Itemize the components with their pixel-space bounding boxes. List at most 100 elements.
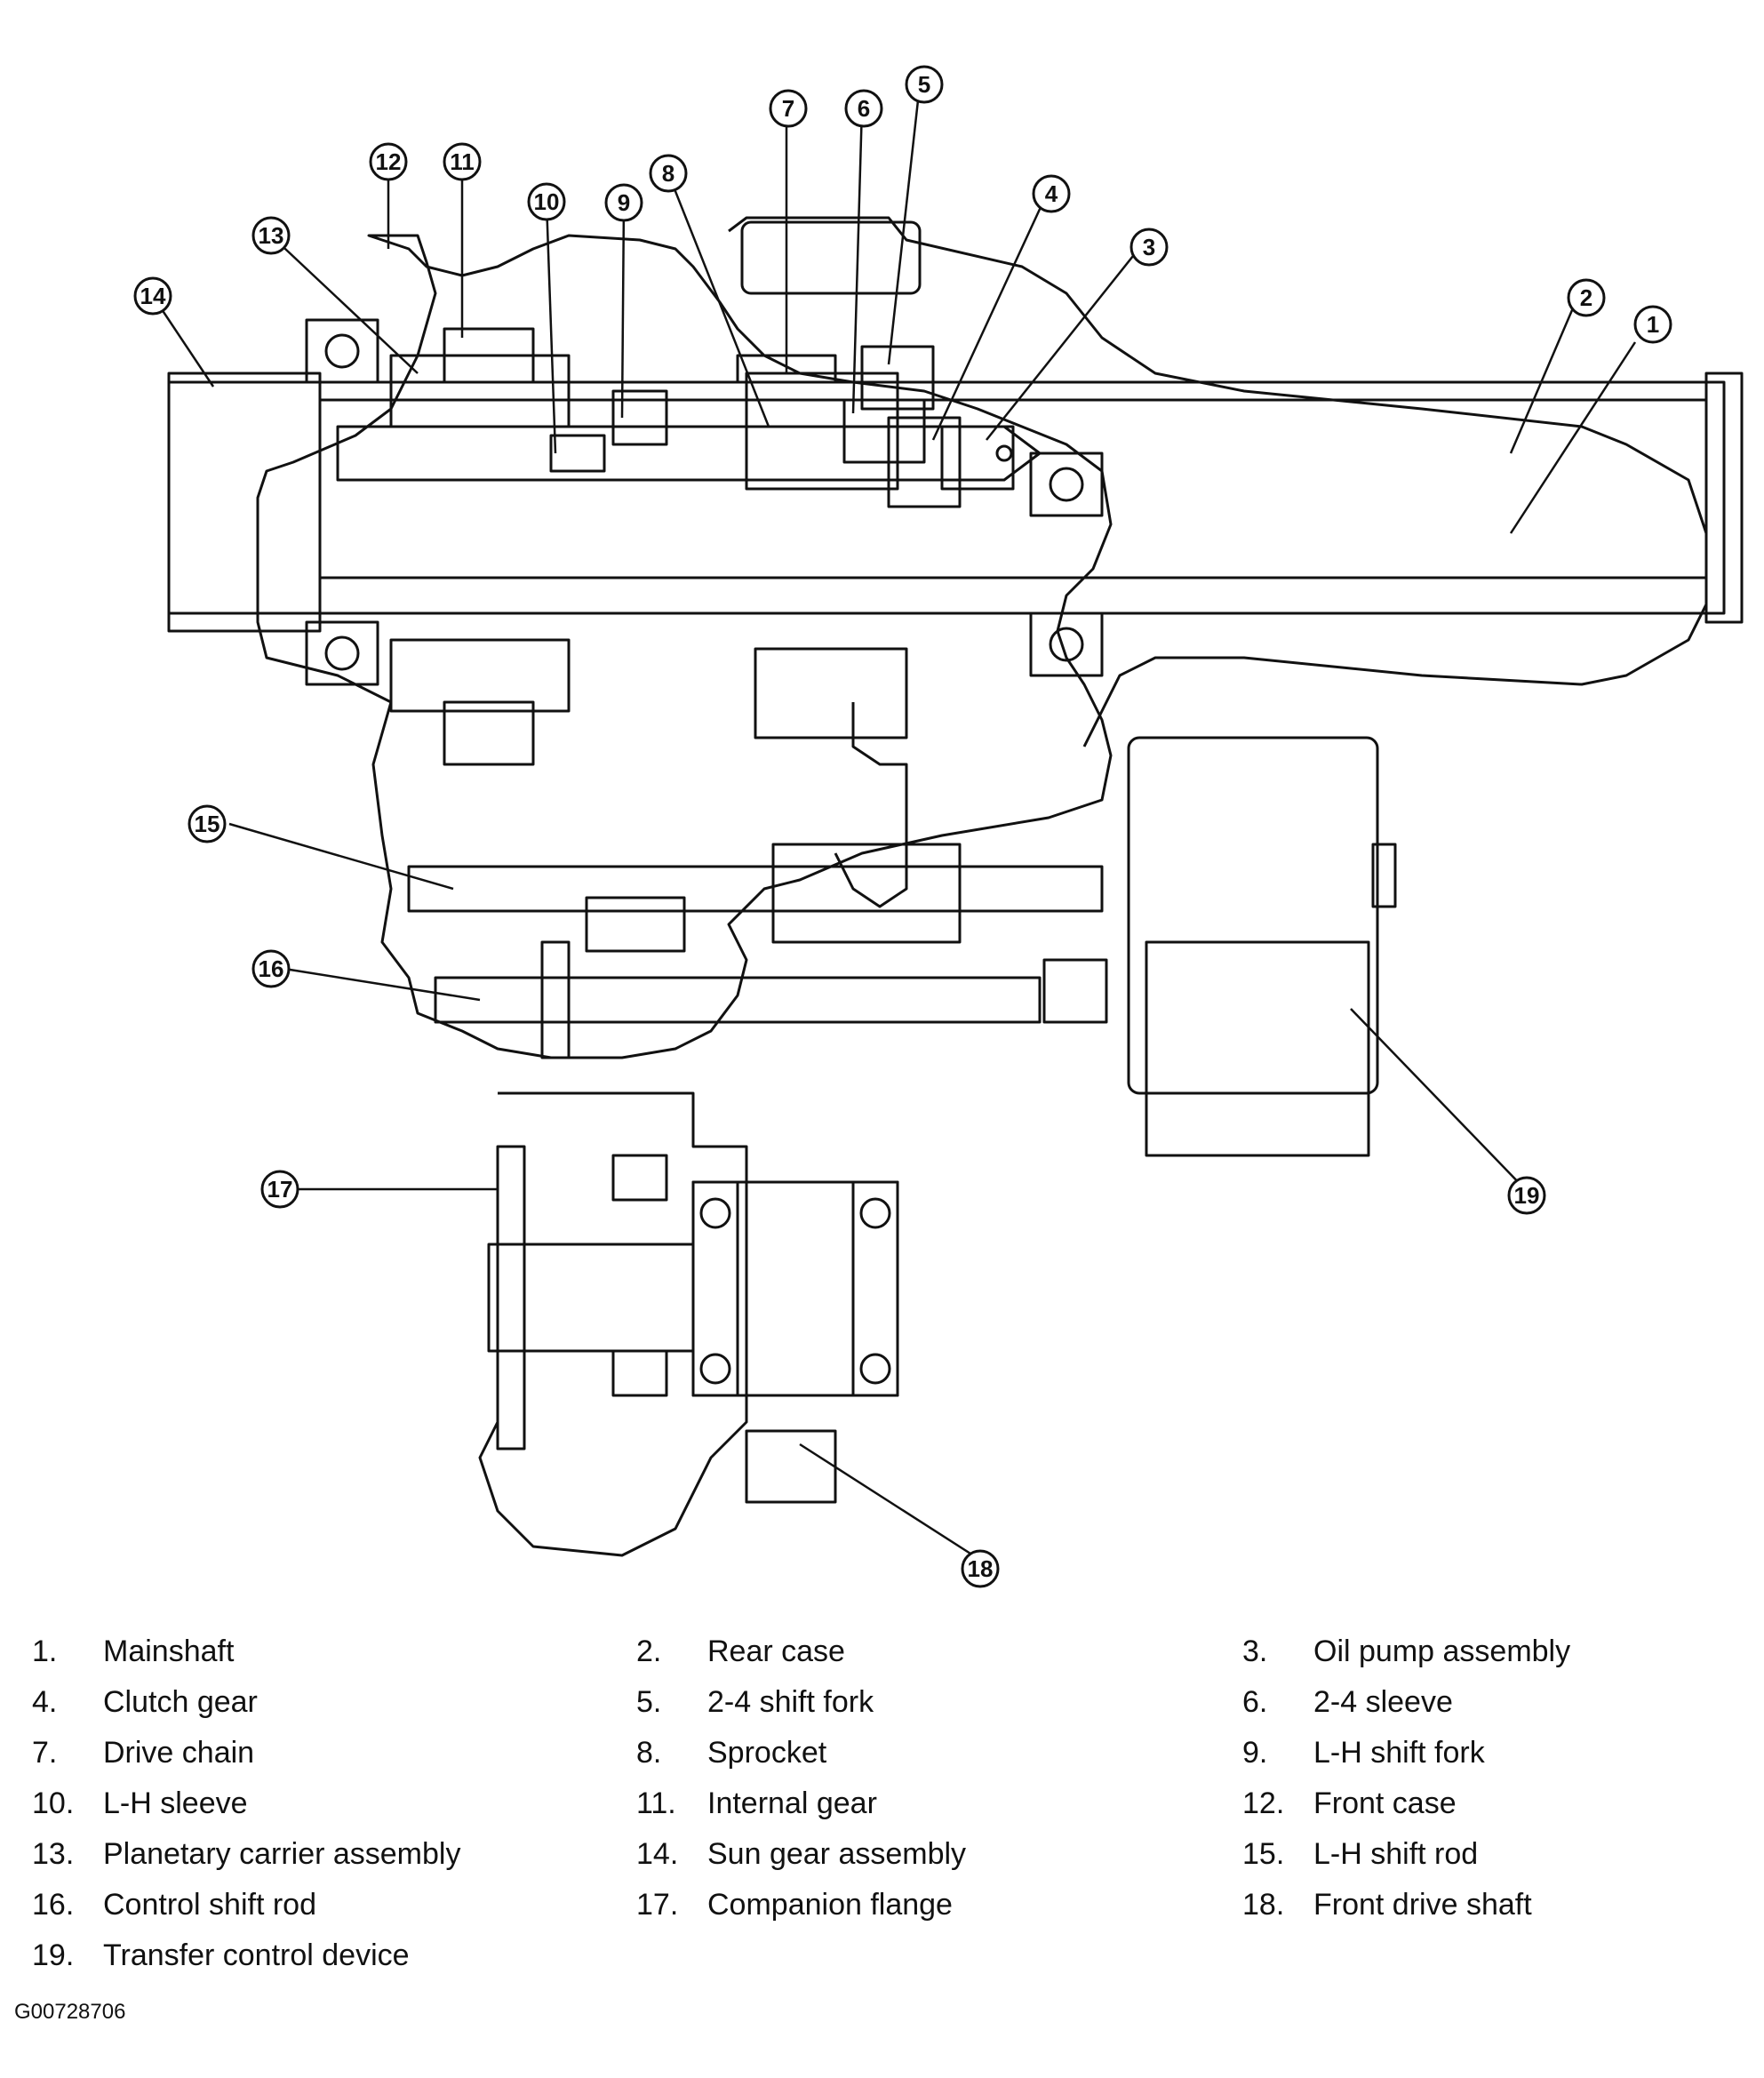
legend-item-17: 17. Companion flange xyxy=(636,1887,953,1922)
bearing-rear-lower xyxy=(1029,611,1104,677)
svg-text:18: 18 xyxy=(968,1555,994,1582)
legend-number: 10. xyxy=(32,1786,75,1820)
leader-lines xyxy=(151,84,1637,1562)
internal-gear-upper xyxy=(443,327,535,384)
svg-text:17: 17 xyxy=(267,1176,293,1203)
svg-text:1: 1 xyxy=(1647,311,1659,338)
callout-5: 5 xyxy=(905,65,944,104)
svg-text:13: 13 xyxy=(259,222,284,249)
control-shift-rod xyxy=(434,976,1042,1024)
figure-code: G00728706 xyxy=(14,2000,126,2024)
legend-item-15: 15.L-H shift rod xyxy=(1242,1836,1478,1872)
control-connector xyxy=(1042,958,1108,1024)
companion-flange-hub xyxy=(487,1243,695,1353)
callout-6: 6 xyxy=(844,89,883,128)
chain-cavity xyxy=(834,702,908,908)
callout-13: 13 xyxy=(251,216,291,255)
legend-number: 16. xyxy=(32,1888,75,1922)
callout-10: 10 xyxy=(527,182,566,221)
legend-number: 14. xyxy=(636,1837,679,1871)
sprocket-upper xyxy=(745,372,899,491)
legend-number: 5. xyxy=(636,1685,662,1719)
legend-label: Clutch gear xyxy=(103,1685,258,1719)
bearing-rear-upper xyxy=(1029,452,1104,517)
legend-item-5: 5. 2-4 shift fork xyxy=(636,1684,874,1720)
legend-item-1: 1. Mainshaft xyxy=(32,1634,234,1669)
legend-item-3: 3.Oil pump assembly xyxy=(1242,1634,1570,1669)
legend-item-18: 18. Front drive shaft xyxy=(1242,1887,1532,1922)
legend-number: 4. xyxy=(32,1685,58,1719)
transfer-control-device-motor xyxy=(1127,736,1379,1095)
legend-label: Internal gear xyxy=(707,1786,877,1820)
legend-number: 13. xyxy=(32,1837,75,1871)
callout-15: 15 xyxy=(188,804,227,843)
legend-number: 17. xyxy=(636,1888,679,1922)
legend-number: 18. xyxy=(1242,1888,1285,1922)
24-sleeve xyxy=(842,398,926,464)
svg-text:7: 7 xyxy=(782,95,794,122)
callout-7: 7 xyxy=(769,89,808,128)
callout-17: 17 xyxy=(260,1170,299,1209)
front-shaft-bearing-left xyxy=(691,1180,739,1397)
legend-number: 7. xyxy=(32,1736,58,1770)
legend-label: Companion flange xyxy=(707,1888,953,1922)
bearing-front-upper xyxy=(305,318,379,384)
legend-label: Control shift rod xyxy=(103,1888,316,1922)
legend-label: Planetary carrier assembly xyxy=(103,1837,461,1871)
callout-18: 18 xyxy=(961,1549,1000,1588)
svg-text:12: 12 xyxy=(376,148,402,175)
legend-label: Transfer control device xyxy=(103,1938,410,1972)
lh-shift-rod xyxy=(407,865,1104,913)
legend-label: Mainshaft xyxy=(103,1634,235,1668)
motor-end xyxy=(1371,843,1397,908)
sun-gear-hub xyxy=(167,372,322,633)
svg-text:15: 15 xyxy=(195,811,220,837)
legend-item-14: 14. Sun gear assembly xyxy=(636,1836,966,1872)
legend-label: Front drive shaft xyxy=(1313,1888,1532,1922)
oil-seal-upper xyxy=(611,1154,668,1202)
top-boss xyxy=(740,220,922,295)
svg-text:9: 9 xyxy=(618,189,630,216)
legend-label: 2-4 sleeve xyxy=(1313,1685,1453,1719)
legend-number: 6. xyxy=(1242,1685,1268,1719)
front-output-housing xyxy=(478,1091,748,1557)
legend-label: Sun gear assembly xyxy=(707,1837,967,1871)
svg-text:19: 19 xyxy=(1514,1182,1540,1209)
sprocket-lower xyxy=(754,647,908,739)
legend-label: L-H shift fork xyxy=(1313,1736,1485,1770)
lh-sleeve xyxy=(549,434,606,473)
svg-text:3: 3 xyxy=(1143,234,1155,260)
front-drive-shaft xyxy=(691,1180,899,1397)
planetary-carrier-upper xyxy=(389,354,571,428)
callout-4: 4 xyxy=(1032,174,1071,213)
legend-label: Rear case xyxy=(707,1634,845,1668)
legend-number: 3. xyxy=(1242,1634,1268,1668)
svg-text:2: 2 xyxy=(1580,284,1592,311)
legend-item-8: 8.Sprocket xyxy=(636,1735,826,1770)
legend-label: Sprocket xyxy=(707,1736,827,1770)
legend-number: 2. xyxy=(636,1634,662,1668)
callout-2: 2 xyxy=(1567,278,1606,317)
legend-item-6: 6. 2-4 sleeve xyxy=(1242,1684,1453,1720)
svg-text:14: 14 xyxy=(140,283,166,309)
legend-item-4: 4. Clutch gear xyxy=(32,1684,258,1720)
callout-14: 14 xyxy=(133,276,172,316)
oil-seal-lower xyxy=(611,1349,668,1397)
legend-label: L-H shift rod xyxy=(1313,1837,1479,1871)
rear-case-outline xyxy=(728,216,1708,747)
rod-detent-block xyxy=(771,843,962,944)
legend-item-12: 12.Front case xyxy=(1242,1786,1457,1821)
mainshaft-end xyxy=(1704,372,1744,624)
front-case-outline xyxy=(256,234,1113,1059)
legend-label: 2-4 shift fork xyxy=(707,1685,874,1719)
legend-item-2: 2. Rear case xyxy=(636,1634,845,1669)
front-shaft-bearing-right xyxy=(851,1180,899,1397)
parts-legend: 1.Mainshaft 4.Clutch gear 7.Drive chain … xyxy=(0,1634,1764,1972)
legend-label: L-H sleeve xyxy=(103,1786,248,1820)
legend-number: 1. xyxy=(32,1634,58,1668)
lh-shift-fork-pad xyxy=(611,389,668,446)
bearing-front-lower xyxy=(305,620,379,686)
svg-text:10: 10 xyxy=(534,188,560,215)
svg-text:4: 4 xyxy=(1045,180,1058,207)
callout-19: 19 xyxy=(1507,1176,1546,1215)
